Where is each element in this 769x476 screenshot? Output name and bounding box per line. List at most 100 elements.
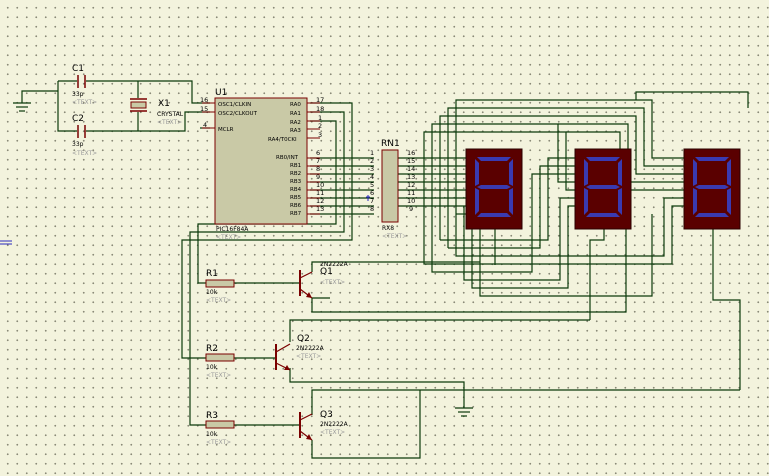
- q1-value: 2N2222A: [320, 261, 349, 268]
- rn1-pin-num: 14: [407, 165, 415, 173]
- seven-segment-display-3[interactable]: 8: [0, 0, 741, 230]
- rn1-pin-num: 5: [370, 181, 374, 189]
- r3-ref: R3: [206, 411, 218, 421]
- c2-value: 33p: [72, 141, 84, 148]
- u1-pin-10-num: 10: [316, 181, 324, 189]
- c1-value: 33p: [72, 91, 84, 98]
- r2-text: <TEXT>: [206, 372, 231, 379]
- crystal-x1[interactable]: X1 CRYSTAL <TEXT>: [130, 98, 184, 126]
- rn1-left-pin-numbers: 1 2 3 4 5 6 7 8: [370, 149, 374, 213]
- rn1-value: RX8: [382, 225, 394, 232]
- capacitor-c2[interactable]: C2 33p <TEXT>: [72, 114, 97, 157]
- c1-text: <TEXT>: [72, 99, 97, 106]
- u1-text: <TEXT>: [216, 234, 241, 241]
- r2-value: 10k: [206, 364, 218, 371]
- ground-symbol-right: [455, 407, 473, 417]
- x1-ref: X1: [158, 99, 170, 109]
- u1-pin-ra2-name: RA2: [290, 120, 301, 126]
- wires: [21, 80, 749, 459]
- x1-value: CRYSTAL: [157, 111, 184, 118]
- rn1-pin-num: 10: [407, 197, 415, 205]
- rn1-pin-num: 3: [370, 165, 374, 173]
- c2-text: <TEXT>: [72, 150, 97, 157]
- u1-pin-rb4-name: RB4: [290, 187, 302, 193]
- resistor-r2[interactable]: R2 10k <TEXT>: [205, 344, 235, 379]
- u1-pin-9-num: 9: [316, 173, 320, 181]
- u1-pin-rb5-name: RB5: [290, 195, 302, 201]
- ground-symbol-left: [13, 102, 31, 112]
- rn1-pin-num: 9: [409, 205, 413, 213]
- rn1-pin-num: 7: [370, 197, 374, 205]
- r3-value: 10k: [206, 431, 218, 438]
- rn1-pin-num: 13: [407, 173, 415, 181]
- q3-value: 2N2222A: [320, 421, 349, 428]
- cursor-cross-icon: [366, 195, 370, 201]
- u1-pin-13-num: 13: [316, 205, 324, 213]
- u1-pin-rb3-name: RB3: [290, 179, 302, 185]
- seven-segment-display-1[interactable]: 8: [0, 0, 523, 230]
- rn1-pin-num: 1: [370, 149, 374, 157]
- u1-pin-rb2-name: RB2: [290, 171, 301, 177]
- rn1-pin-num: 16: [407, 149, 415, 157]
- resistor-r3[interactable]: R3 10k <TEXT>: [205, 411, 235, 446]
- u1-pin-3-num: 3: [318, 131, 322, 139]
- resistor-network-rn1[interactable]: RN1 RX8 <TEXT> 1 2 3 4 5 6 7 8 16 15 14 …: [366, 139, 415, 240]
- r3-text: <TEXT>: [206, 439, 231, 446]
- rn1-pin-num: 8: [370, 205, 374, 213]
- r1-value: 10k: [206, 289, 218, 296]
- resistor-r1[interactable]: R1 10k <TEXT>: [205, 269, 235, 304]
- u1-pin-ra3-name: RA3: [290, 128, 301, 134]
- q2-text: <TEXT>: [296, 353, 321, 360]
- transistor-q2[interactable]: Q2 2N2222A <TEXT>: [275, 334, 325, 371]
- u1-pin-11-num: 11: [316, 189, 324, 197]
- r1-text: <TEXT>: [206, 297, 231, 304]
- r2-ref: R2: [206, 344, 218, 354]
- q3-ref: Q3: [320, 410, 333, 420]
- u1-pin-16-name: OSC1/CLKIN: [218, 102, 251, 108]
- u1-pin-7-num: 7: [316, 157, 320, 165]
- rn1-pin-num: 12: [407, 181, 415, 189]
- u1-pin-rb0-name: RB0/INT: [276, 155, 299, 161]
- chip-u1[interactable]: U1 PIC16F84A <TEXT> 16 OSC1/CLKIN 15 OSC…: [200, 88, 324, 241]
- rn1-ref: RN1: [381, 139, 400, 149]
- u1-pin-rb7-name: RB7: [290, 211, 302, 217]
- u1-pin-8-num: 8: [316, 165, 320, 173]
- c1-ref: C1: [72, 64, 84, 74]
- u1-pin-12-num: 12: [316, 197, 324, 205]
- u1-pin-4-name: MCLR: [218, 127, 234, 133]
- u1-pin-ra1-name: RA1: [290, 111, 301, 117]
- rn1-pin-num: 4: [370, 173, 374, 181]
- rn1-pin-num: 2: [370, 157, 374, 165]
- q2-ref: Q2: [297, 334, 310, 344]
- u1-value: PIC16F84A: [216, 226, 249, 233]
- u1-pin-1-num: 1: [318, 114, 322, 122]
- q2-value: 2N2222A: [296, 345, 325, 352]
- u1-pin-17-num: 17: [316, 96, 324, 104]
- u1-pin-ra0-name: RA0: [290, 102, 301, 108]
- rn1-right-pin-numbers: 16 15 14 13 12 11 10 9: [407, 149, 415, 213]
- q1-text: <TEXT>: [320, 279, 345, 286]
- q3-text: <TEXT>: [320, 429, 345, 436]
- x1-text: <TEXT>: [157, 119, 182, 126]
- capacitor-c1[interactable]: C1 33p <TEXT>: [72, 64, 97, 106]
- transistor-q3[interactable]: Q3 2N2222A <TEXT>: [299, 410, 349, 441]
- u1-pin-16-num: 16: [200, 96, 208, 104]
- transistor-q1[interactable]: Q1 2N2222A <TEXT>: [299, 261, 349, 299]
- rn1-pin-num: 6: [370, 189, 374, 197]
- u1-pin-ra4-name: RA4/T0CKI: [268, 137, 297, 143]
- seven-segment-display-2[interactable]: 8: [0, 0, 632, 230]
- u1-pin-15-num: 15: [200, 105, 208, 113]
- q1-ref: Q1: [320, 267, 333, 277]
- u1-pin-rb1-name: RB1: [290, 163, 301, 169]
- u1-pin-6-num: 6: [316, 149, 320, 157]
- u1-pin-15-name: OSC2/CLKOUT: [218, 111, 258, 117]
- u1-pin-4-num: 4: [203, 121, 207, 129]
- u1-pin-18-num: 18: [316, 105, 324, 113]
- rn1-pin-num: 11: [407, 189, 415, 197]
- u1-ref: U1: [215, 88, 227, 98]
- stray-bus-mark: [0, 240, 12, 245]
- u1-pin-2-num: 2: [318, 122, 322, 130]
- u1-pin-rb6-name: RB6: [290, 203, 302, 209]
